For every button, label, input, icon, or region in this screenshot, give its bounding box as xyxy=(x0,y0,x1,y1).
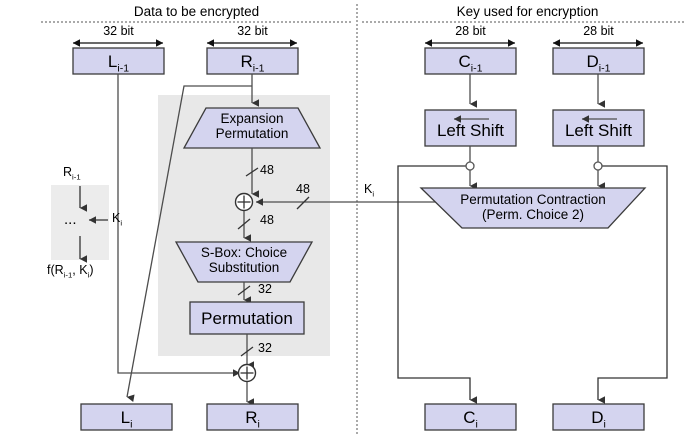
bit-width-r-prev: 32 bit xyxy=(237,24,268,38)
wire-label-xor-out: 48 xyxy=(260,213,274,227)
shape-expansion-permutation xyxy=(182,107,322,149)
label-sbox-line2: Substitution xyxy=(208,260,280,275)
legend-label-key: Ki xyxy=(112,212,122,227)
register-box-d-prev xyxy=(552,47,645,75)
register-label-c-prev: Ci-1 xyxy=(425,53,516,74)
tick-48-expansion xyxy=(245,167,259,177)
label-expansion-line2: Permutation xyxy=(215,126,289,141)
label-left-shift-c: Left Shift xyxy=(436,121,505,140)
label-sbox: S-Box: Choice Substitution xyxy=(176,245,312,275)
block-left-shift-d xyxy=(552,109,645,147)
register-box-c-next xyxy=(424,403,517,431)
legend-label-input-base: R xyxy=(63,165,73,179)
tick-48-xorout xyxy=(237,218,251,230)
tick-32-sbox xyxy=(237,285,251,296)
register-label-c-next: Ci xyxy=(425,409,516,430)
register-box-d-next xyxy=(552,403,645,431)
register-label-r-prev-base: R xyxy=(240,52,253,71)
register-label-l-next-sub: i xyxy=(130,418,133,431)
register-label-c-prev-sub: i-1 xyxy=(470,62,483,75)
register-label-r-next-sub: i xyxy=(257,418,260,431)
wire-label-subkey-base: K xyxy=(364,182,373,196)
wire-branch-to-c-next xyxy=(397,165,477,404)
section-title-key: Key used for encryption xyxy=(456,4,599,19)
wire-label-subkey-sub: i xyxy=(372,189,375,199)
label-expansion-line1: Expansion xyxy=(220,111,284,126)
block-left-shift-c xyxy=(424,109,517,147)
junction-node-c xyxy=(465,161,475,171)
wire-label-perm-out: 32 xyxy=(258,341,272,355)
legend-label-output-sub2: i xyxy=(87,270,90,280)
wire-label-expansion-out: 48 xyxy=(260,163,274,177)
legend-label-input: Ri-1 xyxy=(63,166,81,181)
wire-branch-to-d-next xyxy=(597,165,668,404)
register-label-d-next-sub: i xyxy=(603,418,606,431)
register-label-d-next: Di xyxy=(553,409,644,430)
register-label-l-prev-base: L xyxy=(107,52,118,71)
shape-sbox-choice-substitution xyxy=(174,241,314,283)
junction-node-d xyxy=(593,161,603,171)
register-label-l-next: Li xyxy=(81,409,172,430)
bit-width-c-prev: 28 bit xyxy=(455,24,486,38)
register-label-r-next: Ri xyxy=(207,409,298,430)
register-label-d-prev-base: D xyxy=(586,52,599,71)
register-box-l-prev xyxy=(72,47,165,75)
register-label-r-prev-sub: i-1 xyxy=(252,62,265,75)
shape-permutation-contraction xyxy=(419,187,647,229)
legend-label-output: f(Ri-1, Ki) xyxy=(47,264,94,279)
register-label-d-next-base: D xyxy=(591,408,604,427)
section-title-data: Data to be encrypted xyxy=(133,4,260,19)
block-permutation xyxy=(189,301,305,335)
wire-label-sbox-out: 32 xyxy=(258,282,272,296)
wire-r-prev-to-l-next xyxy=(126,85,252,402)
legend-label-dots: ... xyxy=(64,211,77,228)
register-label-d-prev-sub: i-1 xyxy=(598,62,611,75)
wire-label-subkey: Ki xyxy=(364,183,374,198)
legend-label-output-mid: , K xyxy=(72,263,88,277)
tick-48-subkey xyxy=(296,196,310,210)
register-label-l-prev: Li-1 xyxy=(73,53,164,74)
register-label-r-next-base: R xyxy=(245,408,258,427)
label-contraction-line2: (Perm. Choice 2) xyxy=(481,207,585,222)
label-permutation-contraction: Permutation Contraction (Perm. Choice 2) xyxy=(421,192,645,222)
register-label-c-next-sub: i xyxy=(475,418,478,431)
tick-32-permout xyxy=(240,346,254,357)
register-box-l-next xyxy=(80,403,173,431)
register-label-c-next-base: C xyxy=(463,408,476,427)
label-left-shift-d: Left Shift xyxy=(564,121,633,140)
legend-label-output-suffix: ) xyxy=(89,263,94,277)
legend-label-key-base: K xyxy=(112,211,121,225)
legend-label-output-prefix: f(R xyxy=(47,263,64,277)
label-expansion-permutation: Expansion Permutation xyxy=(184,111,320,141)
label-sbox-line1: S-Box: Choice xyxy=(200,245,288,260)
legend-label-key-sub: i xyxy=(120,218,123,228)
register-label-r-prev: Ri-1 xyxy=(207,53,298,74)
register-label-l-prev-sub: i-1 xyxy=(117,62,130,75)
register-label-c-prev-base: C xyxy=(458,52,471,71)
register-label-l-next-base: L xyxy=(120,408,131,427)
register-box-r-next xyxy=(206,403,299,431)
label-permutation: Permutation xyxy=(201,309,293,328)
register-label-d-prev: Di-1 xyxy=(553,53,644,74)
wire-l-prev-to-xor xyxy=(117,74,241,377)
bit-width-l-prev: 32 bit xyxy=(103,24,134,38)
legend-label-input-sub: i-1 xyxy=(72,172,81,182)
register-box-c-prev xyxy=(424,47,517,75)
bit-width-d-prev: 28 bit xyxy=(583,24,614,38)
label-contraction-line1: Permutation Contraction xyxy=(460,192,606,207)
wire-label-key-in: 48 xyxy=(296,182,310,196)
legend-label-output-sub1: i-1 xyxy=(63,270,73,280)
